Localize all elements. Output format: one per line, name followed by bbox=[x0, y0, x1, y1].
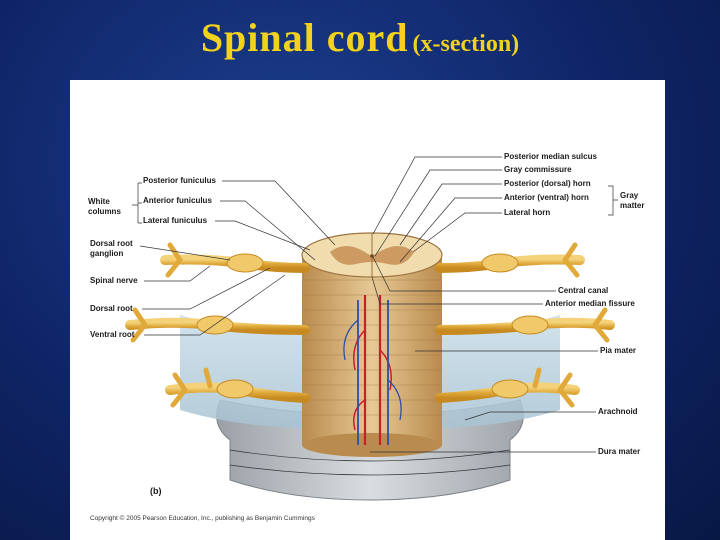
label-spinal-nerve: Spinal nerve bbox=[90, 276, 138, 285]
label-dorsal-root-ganglion-2: ganglion bbox=[90, 249, 123, 258]
nerve-top-right bbox=[435, 242, 585, 278]
label-posterior-dorsal-horn: Posterior (dorsal) horn bbox=[504, 179, 591, 188]
nerve-bottom-left bbox=[165, 367, 310, 408]
nerve-middle-left bbox=[125, 307, 310, 343]
slide-title: Spinal cord (x-section) bbox=[0, 14, 720, 61]
label-white-columns-1: White bbox=[88, 197, 110, 206]
label-lateral-horn: Lateral horn bbox=[504, 208, 550, 217]
left-labels: White columns Posterior funiculus Anteri… bbox=[88, 176, 336, 339]
label-gray-matter-2: matter bbox=[620, 201, 644, 210]
spinal-cord-illustration: White columns Posterior funiculus Anteri… bbox=[88, 152, 644, 522]
nerve-bottom-right bbox=[435, 367, 580, 408]
label-pia-mater: Pia mater bbox=[600, 346, 636, 355]
label-dorsal-root-ganglion-1: Dorsal root bbox=[90, 239, 133, 248]
label-anterior-ventral-horn: Anterior (ventral) horn bbox=[504, 193, 589, 202]
label-dorsal-root: Dorsal root bbox=[90, 304, 133, 313]
label-posterior-funiculus: Posterior funiculus bbox=[143, 176, 216, 185]
label-anterior-median-fissure: Anterior median fissure bbox=[545, 299, 635, 308]
title-sub: (x-section) bbox=[412, 31, 520, 57]
title-main: Spinal cord bbox=[200, 15, 409, 60]
label-white-columns-2: columns bbox=[88, 207, 121, 216]
label-gray-commissure: Gray commissure bbox=[504, 165, 572, 174]
nerve-middle-right bbox=[435, 307, 615, 343]
panel-letter: (b) bbox=[150, 486, 162, 496]
spinal-cord-column bbox=[302, 255, 442, 457]
spinal-cord-figure: White columns Posterior funiculus Anteri… bbox=[70, 80, 665, 540]
label-posterior-median-sulcus: Posterior median sulcus bbox=[504, 152, 597, 161]
right-labels: Posterior median sulcus Gray commissure … bbox=[370, 152, 644, 456]
label-arachnoid: Arachnoid bbox=[598, 407, 638, 416]
label-dura-mater: Dura mater bbox=[598, 447, 640, 456]
label-ventral-root: Ventral root bbox=[90, 330, 135, 339]
label-lateral-funiculus: Lateral funiculus bbox=[143, 216, 208, 225]
copyright-text: Copyright © 2005 Pearson Education, Inc.… bbox=[90, 514, 316, 522]
label-gray-matter-1: Gray bbox=[620, 191, 639, 200]
label-anterior-funiculus: Anterior funiculus bbox=[143, 196, 212, 205]
label-central-canal: Central canal bbox=[558, 286, 608, 295]
nerve-top-left bbox=[160, 242, 310, 278]
cross-section-top bbox=[301, 232, 443, 278]
